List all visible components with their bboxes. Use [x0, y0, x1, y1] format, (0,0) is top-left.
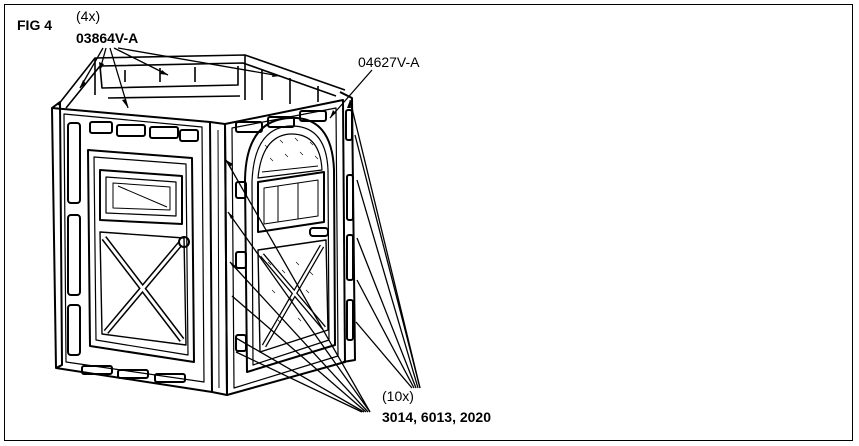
left-wall-panel	[51, 107, 213, 393]
top-rim	[57, 54, 346, 109]
leader-lines-hardware	[225, 99, 421, 413]
leader-line-door	[329, 69, 373, 119]
figure-title: FIG 4	[17, 17, 53, 33]
corner-posts	[51, 91, 356, 396]
right-wall-panel	[224, 99, 354, 396]
corner-qty-label: (4x)	[76, 8, 101, 24]
texture	[264, 137, 319, 324]
door-part-label: 04627V-A	[358, 54, 420, 70]
hardware-part-label: 3014, 6013, 2020	[382, 409, 491, 425]
hardware-qty-label: (10x)	[382, 388, 414, 404]
arrowheads	[80, 62, 351, 268]
corner-part-label: 03864V-A	[76, 30, 139, 46]
